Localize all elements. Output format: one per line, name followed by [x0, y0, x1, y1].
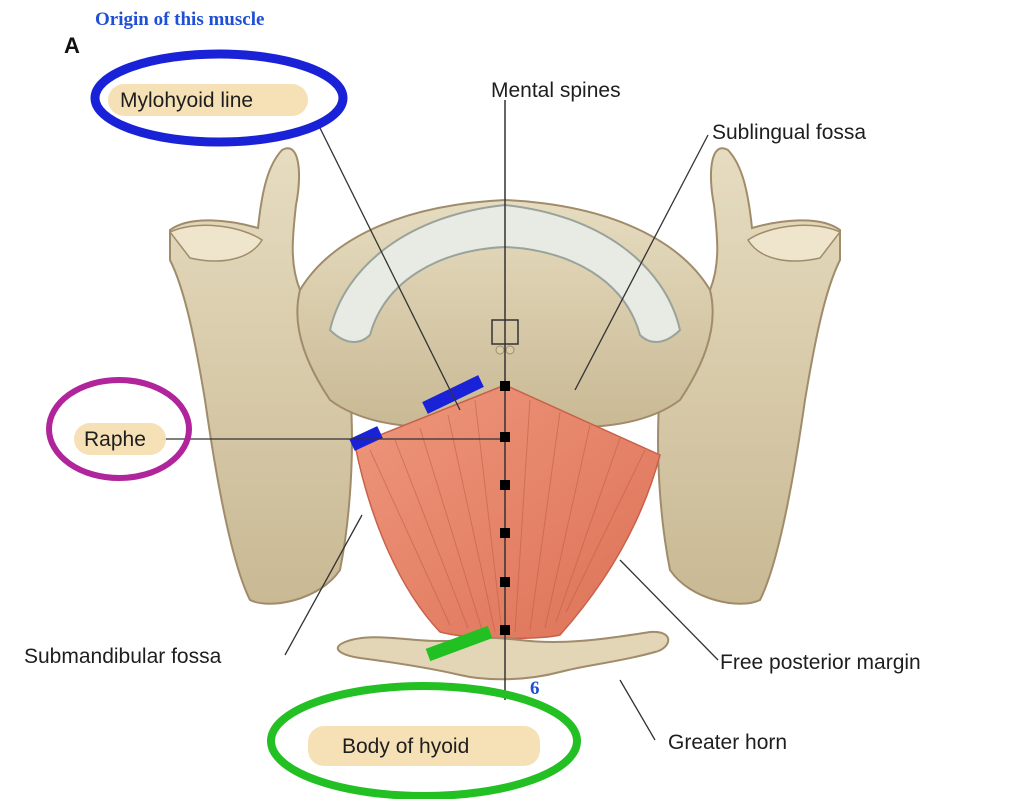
hyoid-bone — [338, 632, 668, 679]
label-raphe: Raphe — [84, 429, 146, 450]
annotation-number: 6 — [530, 678, 540, 700]
mental-spine-dot — [496, 346, 504, 354]
label-submandibular-fossa: Submandibular fossa — [24, 646, 221, 667]
label-sublingual-fossa: Sublingual fossa — [712, 122, 866, 143]
panel-letter: A — [64, 33, 80, 59]
label-greater-horn: Greater horn — [668, 732, 787, 753]
label-mental-spines: Mental spines — [491, 80, 621, 101]
label-free-posterior-margin: Free posterior margin — [720, 652, 921, 673]
label-body-of-hyoid: Body of hyoid — [342, 736, 469, 757]
label-mylohyoid-line: Mylohyoid line — [120, 90, 253, 111]
diagram-heading: Origin of this muscle — [95, 9, 264, 31]
mental-spine-dot — [506, 346, 514, 354]
